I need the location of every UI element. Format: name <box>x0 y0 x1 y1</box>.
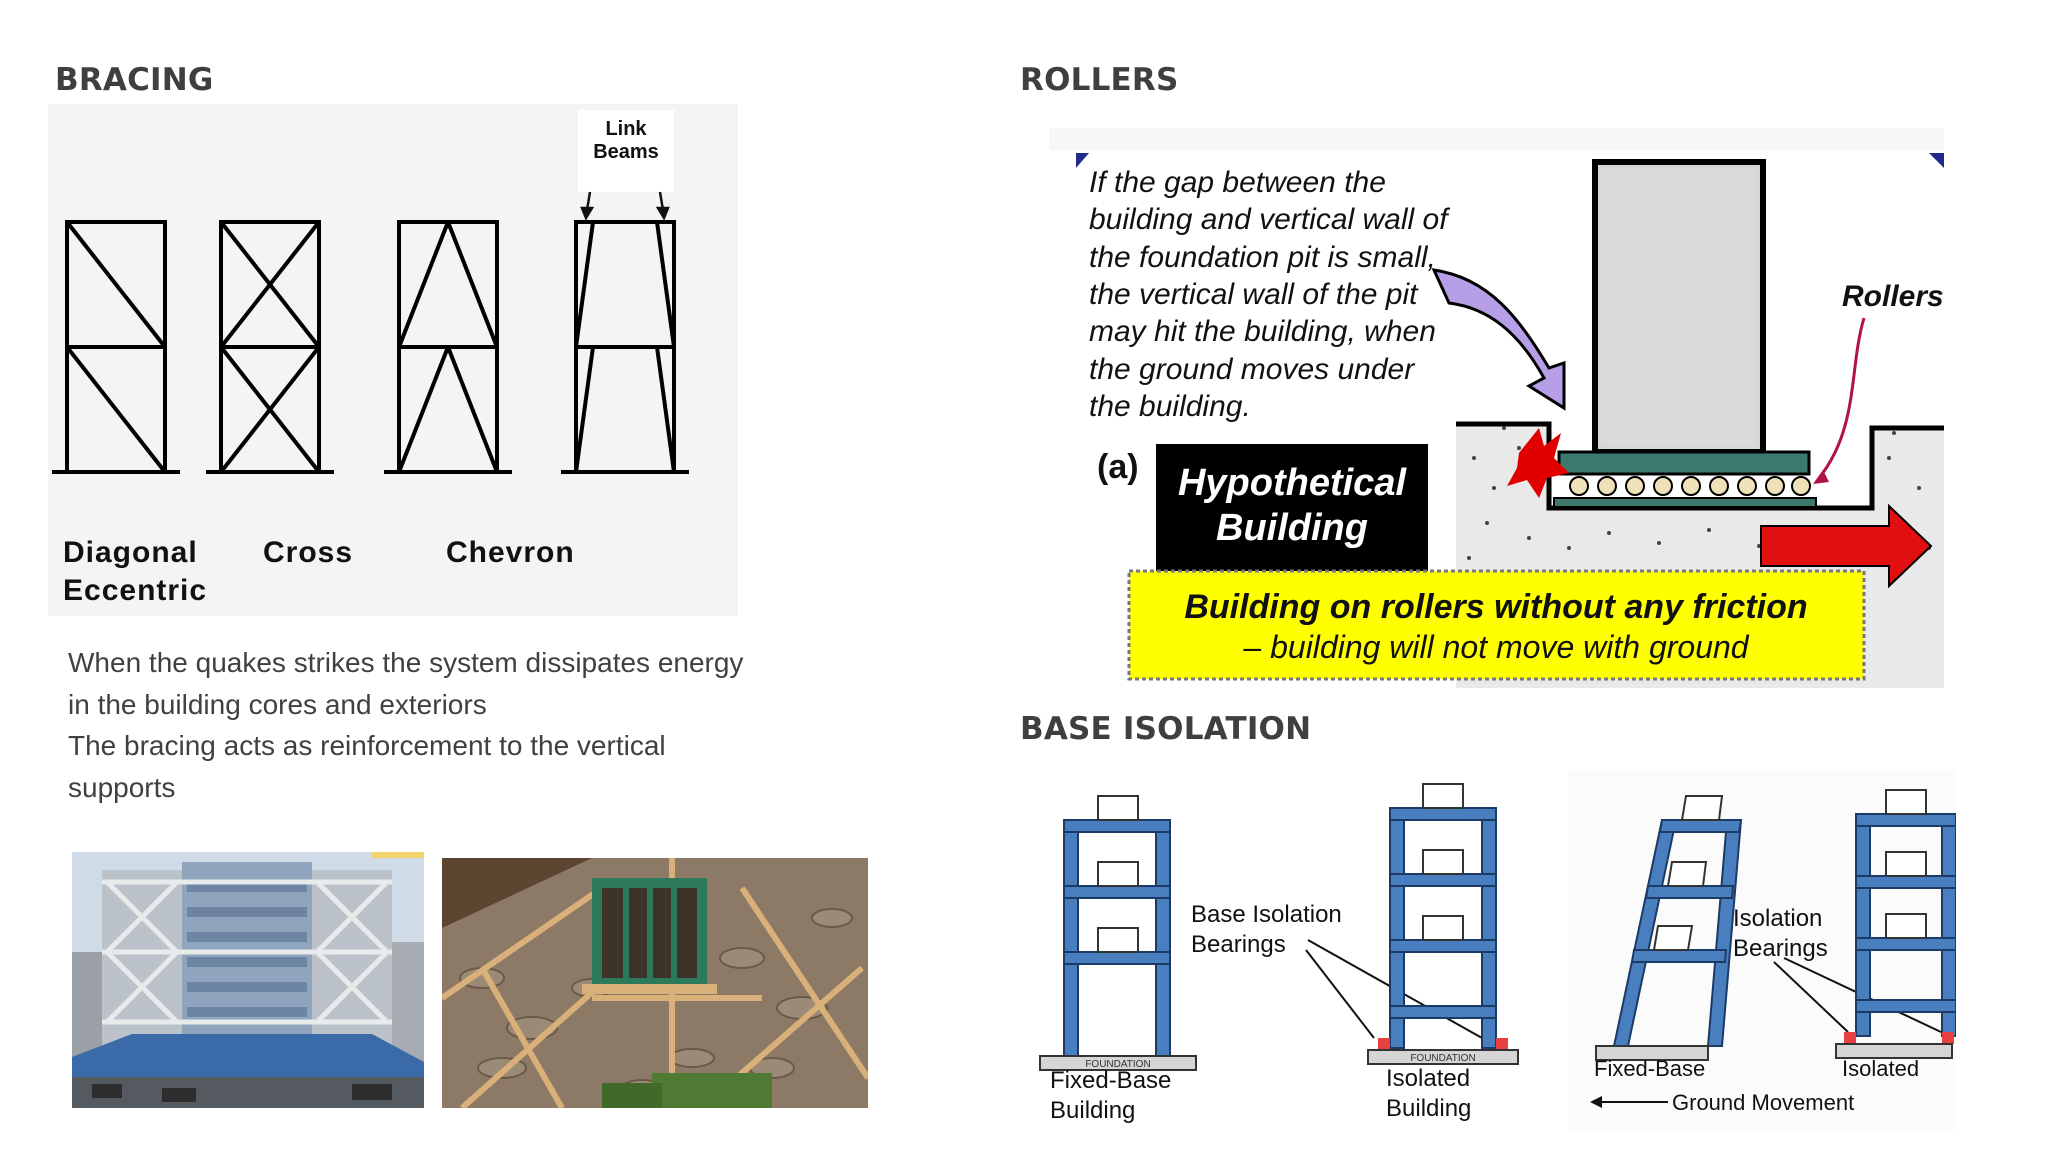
frame-cross <box>206 220 334 474</box>
fixed-base-label-left-line1: Fixed-Base <box>1050 1067 1171 1094</box>
rollers-caption-line7: the building. <box>1089 390 1251 423</box>
label-diagonal: Diagonal <box>63 536 198 569</box>
bearings-label-right-line2: Bearings <box>1733 935 1828 962</box>
isolated-label-right: Isolated <box>1842 1056 1919 1081</box>
fixed-base-building-left: FOUNDATION <box>1039 795 1197 1071</box>
photo-braced-building <box>72 852 424 1108</box>
base-slab <box>1557 450 1811 476</box>
label-eccentric: Eccentric <box>63 574 207 607</box>
label-chevron: Chevron <box>446 536 575 569</box>
rollers-label: Rollers <box>1842 280 1944 313</box>
frame-chevron <box>384 220 512 474</box>
frame-eccentric <box>561 220 689 474</box>
isolated-label-left-line1: Isolated <box>1386 1065 1470 1092</box>
link-beams-arrows <box>580 191 670 221</box>
rollers-caption-line1: If the gap between the <box>1089 166 1386 199</box>
base-isolation-diagram: FOUNDATION Fixed-Base Building Base Isol… <box>1036 770 1956 1130</box>
isolated-building-left: FOUNDATION <box>1367 783 1519 1065</box>
bracing-description: When the quakes strikes the system dissi… <box>68 642 768 808</box>
ground-movement-label: Ground Movement <box>1672 1090 1854 1115</box>
rollers-banner <box>1127 569 1866 681</box>
base-isolation-heading: BASE ISOLATION <box>1020 711 1312 747</box>
roller-row <box>1569 476 1811 496</box>
rollers-caption-line6: the ground moves under <box>1089 353 1415 386</box>
rollers-part-label: (a) <box>1097 448 1139 486</box>
bracing-description-line1: When the quakes strikes the system dissi… <box>68 647 744 720</box>
rollers-pointer <box>1817 317 1866 479</box>
photo-braced-wall <box>442 858 868 1108</box>
rollers-caption-line4: the vertical wall of the pit <box>1089 278 1419 311</box>
hypothetical-building-box <box>1156 444 1428 584</box>
link-beams-label-line1: Link <box>605 118 647 140</box>
frame-diagonal <box>52 220 180 474</box>
isolated-label-left-line2: Building <box>1386 1095 1471 1122</box>
ground-movement-indicator <box>1590 1096 1668 1108</box>
rollers-heading: ROLLERS <box>1020 62 1179 98</box>
foundation-label-2: FOUNDATION <box>1410 1053 1475 1064</box>
bracing-heading: BRACING <box>55 62 214 98</box>
link-beams-label-line2: Beams <box>593 141 659 163</box>
link-beams-callout <box>578 110 674 192</box>
fixed-base-label-left-line2: Building <box>1050 1097 1135 1124</box>
foundation-label-1: FOUNDATION <box>1085 1059 1150 1070</box>
ground-movement-arrow <box>1760 503 1933 589</box>
bearings-label-right-line1: Isolation <box>1733 905 1822 932</box>
rollers-caption-line5: may hit the building, when <box>1089 315 1436 348</box>
bracing-diagram: Link Beams <box>48 104 738 616</box>
fixed-base-label-right: Fixed-Base <box>1594 1056 1705 1081</box>
rollers-diagram: If the gap between the building and vert… <box>1049 128 1944 692</box>
bearings-label-left-line2: Bearings <box>1191 931 1286 958</box>
impact-arrow <box>1431 268 1566 411</box>
hypothetical-building-line1: Hypothetical <box>1178 462 1407 504</box>
impact-burst <box>1507 428 1569 498</box>
rollers-caption-line2: building and vertical wall of <box>1089 203 1450 236</box>
fixed-base-building-right <box>1595 795 1743 1061</box>
bearings-label-left-line1: Base Isolation <box>1191 901 1342 928</box>
isolated-building-right <box>1835 789 1956 1059</box>
hypothetical-building-line2: Building <box>1216 507 1368 549</box>
rollers-caption-line3: the foundation pit is small, <box>1089 241 1436 274</box>
rollers-banner-line2: – building will not move with ground <box>1242 629 1749 665</box>
label-cross: Cross <box>263 536 353 569</box>
bracing-description-line2: The bracing acts as reinforcement to the… <box>68 730 666 803</box>
rollers-banner-line1: Building on rollers without any friction <box>1184 588 1807 626</box>
